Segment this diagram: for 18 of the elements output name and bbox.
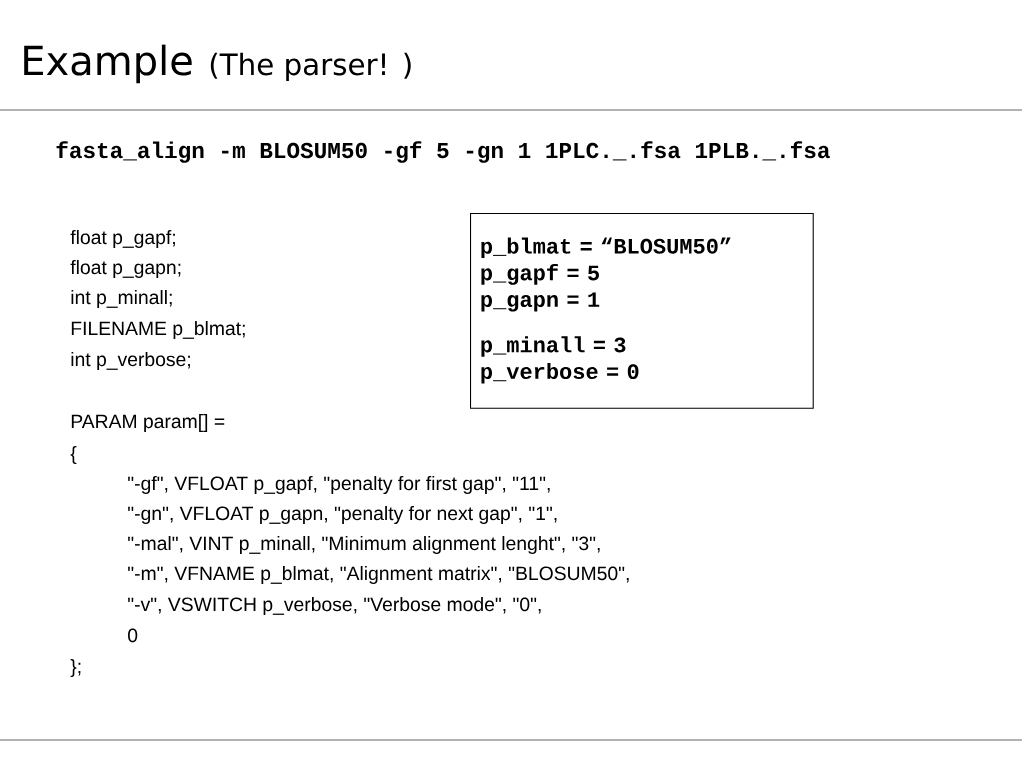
code-line: "-v", VSWITCH p_verbose, "Verbose mode", "0", bbox=[128, 597, 541, 615]
code-line: int p_minall; bbox=[71, 290, 172, 308]
code-line: PARAM param[] = bbox=[71, 414, 225, 432]
command-line: fasta_align -m BLOSUM50 -gf 5 -gn 1 1PLC._.fsa 1PLB._.fsa bbox=[56, 141, 830, 163]
parameter-box: p_blmat = “BLOSUM50” p_gapf = 5 p_gapn = 1 p_minall = 3 p_verbose = 0 bbox=[470, 213, 814, 409]
code-line: { bbox=[70, 446, 77, 464]
code-line: "-mal", VINT p_minall, "Minimum alignment lenght", "3", bbox=[128, 536, 600, 554]
code-line: 0 bbox=[128, 628, 138, 643]
code-line: "-gn", VFLOAT p_gapn, "penalty for next gap", "1", bbox=[128, 506, 557, 524]
slide-title: Example bbox=[24, 44, 192, 84]
code-line: float p_gapf; bbox=[70, 230, 175, 248]
code-line: }; bbox=[70, 659, 81, 677]
code-line: "-m", VFNAME p_blmat, "Alignment matrix", "BLOSUM50", bbox=[128, 566, 629, 584]
slide-subtitle: (The parser! ) bbox=[210, 52, 411, 82]
code-line: FILENAME p_blmat; bbox=[71, 321, 245, 339]
code-line: int p_verbose; bbox=[71, 352, 190, 370]
code-line: float p_gapn; bbox=[70, 260, 181, 278]
code-line: "-gf", VFLOAT p_gapf, "penalty for first gap", "11", bbox=[128, 476, 550, 494]
